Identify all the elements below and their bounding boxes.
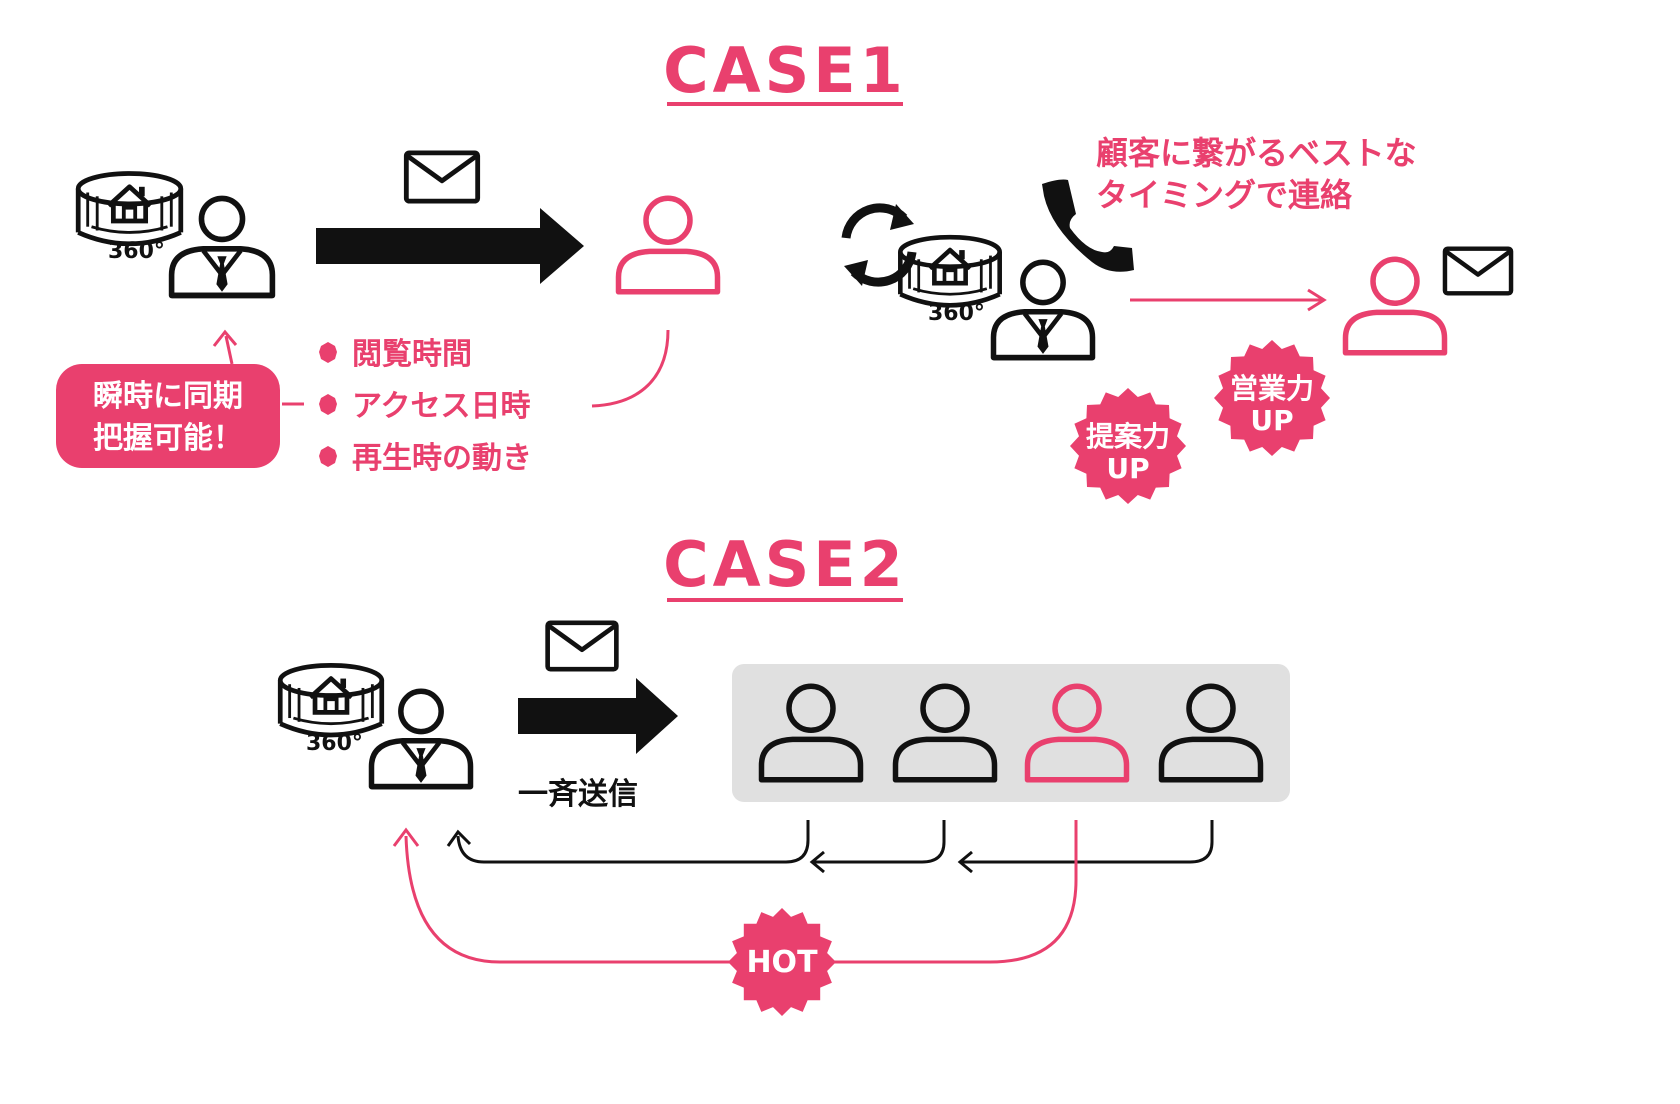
phone-icon: [1042, 179, 1134, 272]
proposal-badge-line1: 提案力: [1086, 420, 1170, 453]
sync-up-arrow: [224, 335, 234, 365]
hot-return-arrowhead: [392, 827, 420, 847]
tracked-item-access-datetime: アクセス日時: [352, 389, 531, 424]
bulk-send-label: 一斉送信: [518, 777, 638, 812]
return-arrow-4: [962, 820, 1214, 864]
case2-title: CASE2: [663, 528, 907, 601]
sales-up-badge: 営業力 UP: [1214, 340, 1330, 456]
sync-up-arrowhead: [212, 329, 238, 347]
case1-right-vr-360-icon: [900, 237, 999, 305]
customer-group-panel: [732, 664, 1290, 802]
hot-return-arrow: [404, 820, 1078, 964]
case1-title-underline: [667, 102, 903, 106]
bullet-icon: [319, 446, 337, 467]
case2-vr-360-icon: [280, 665, 382, 735]
sync-bubble-line2: 把握可能！: [93, 421, 243, 456]
case2-title-underline: [667, 598, 903, 602]
tracked-item-view-time: 閲覧時間: [352, 337, 472, 372]
hot-badge: HOT: [728, 908, 836, 1016]
proposal-badge-line2: UP: [1106, 452, 1149, 485]
bullet-icon: [319, 342, 337, 363]
case2-send-arrow: [518, 678, 678, 754]
case1-vr-360-icon: [78, 174, 181, 244]
case1-right-salesperson-icon: [994, 262, 1093, 357]
hot-badge-label: HOT: [746, 945, 818, 980]
case2-salesperson-icon: [372, 691, 471, 786]
case1-customer-icon: [619, 198, 718, 292]
tracked-item-playback-movement: 再生時の動き: [352, 441, 532, 476]
sync-bubble-line1: 瞬時に同期: [93, 379, 243, 414]
case1-tracked-list: 閲覧時間 アクセス日時 再生時の動き: [319, 337, 532, 476]
case1-tracking-connector: [591, 329, 670, 408]
case1-right-envelope-icon: [1445, 249, 1511, 294]
best-timing-line1: 顧客に繋がるベストな: [1096, 134, 1417, 172]
case1-send-arrow: [316, 208, 584, 284]
return-arrow-1: [456, 820, 810, 864]
contact-arrowhead: [1307, 288, 1327, 312]
case1-envelope-icon: [406, 153, 477, 201]
sales-badge-line2: UP: [1250, 404, 1293, 437]
return-arrowhead-2: [809, 850, 825, 874]
proposal-up-badge: 提案力 UP: [1070, 388, 1186, 504]
return-arrowhead-1: [446, 829, 472, 847]
case2-tour-badge: 360°: [306, 731, 363, 756]
bullet-icon: [319, 394, 337, 415]
case2-envelope-icon: [548, 623, 617, 669]
best-timing-line2: タイミングで連絡: [1096, 176, 1353, 214]
case1-salesperson-icon: [172, 198, 273, 295]
case1-title: CASE1: [663, 34, 907, 107]
case1-sync-bubble: 瞬時に同期 把握可能！: [56, 364, 280, 468]
case1-right-customer-icon: [1346, 259, 1445, 353]
return-arrowhead-4: [957, 850, 973, 874]
sales-badge-line1: 営業力: [1230, 372, 1314, 405]
case1-tour-badge: 360°: [108, 239, 165, 264]
return-arrow-2: [814, 820, 946, 864]
case1-right-tour-badge: 360°: [928, 301, 985, 326]
